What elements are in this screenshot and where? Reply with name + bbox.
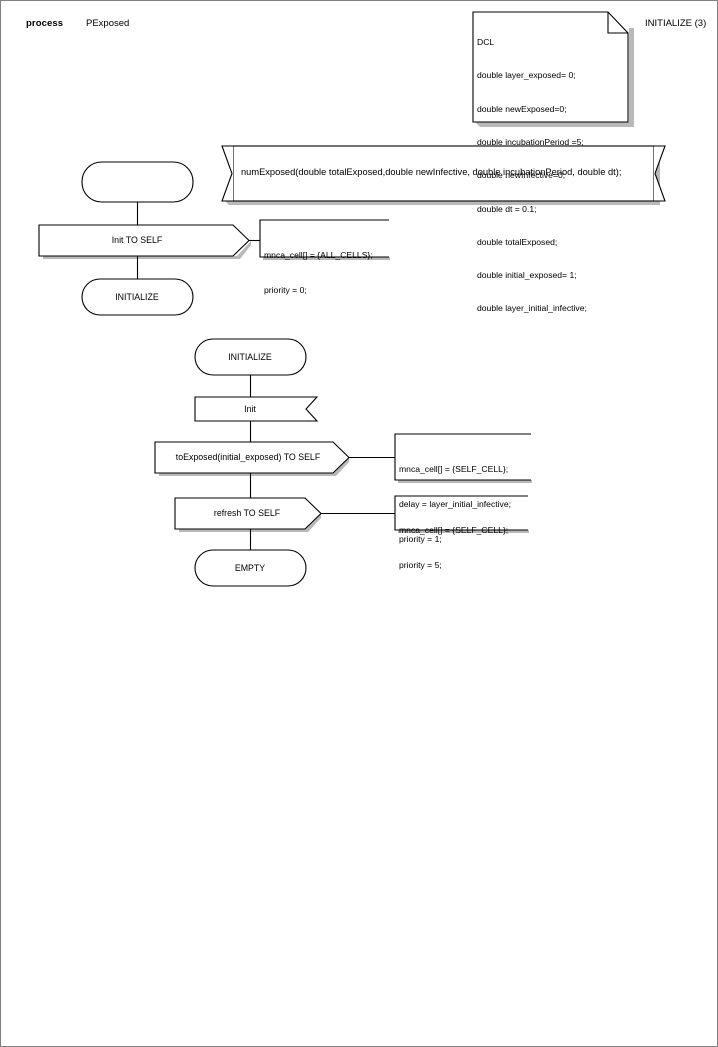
comment-toexposed-content: mnca_cell[] = {SELF_CELL}; delay = layer… [399, 441, 511, 569]
state-reference-label: INITIALIZE (3) [645, 18, 707, 29]
dcl-line: double newInfective=0; [477, 170, 566, 181]
comment-line: priority = 1; [399, 533, 442, 544]
dcl-line: double newExposed=0; [477, 103, 567, 114]
input-init-shape[interactable] [194, 396, 319, 422]
output-refresh-label: refresh TO SELF [213, 508, 281, 518]
comment-line: mnca_cell[] = {SELF_CELL}; [399, 464, 509, 475]
comment-init-to-self-shape[interactable] [259, 219, 390, 260]
state-initialize-2-label: INITIALIZE [228, 352, 272, 362]
comment-toexposed-shape[interactable] [394, 433, 532, 483]
page-title-name: PExposed [86, 18, 130, 29]
dcl-line: double layer_exposed= 0; [477, 70, 576, 81]
page-title-keyword: process [26, 18, 64, 29]
dcl-text-block-shape[interactable] [472, 11, 634, 127]
output-toexposed-shape[interactable] [154, 441, 350, 476]
comment-refresh-content: mnca_cell[] = {SELF_CELL}; priority = 5; [399, 502, 508, 595]
comment-line: mnca_cell[] = {SELF_CELL}; [399, 525, 509, 536]
comment-refresh-shape[interactable] [394, 495, 529, 533]
procedure-signature-text: numExposed(double totalExposed,double ne… [241, 167, 622, 177]
input-init-label: Init [244, 404, 256, 414]
procedure-signature-shape[interactable] [221, 145, 666, 205]
start-state-shape[interactable] [1, 1, 194, 203]
state-empty-label: EMPTY [234, 563, 266, 573]
comment-line: priority = 0; [264, 284, 307, 295]
comment-line: delay = layer_initial_infective; [399, 498, 512, 509]
state-empty-shape[interactable] [194, 549, 307, 587]
dcl-line: double incubationPeriod =5; [477, 137, 584, 148]
dcl-line: double totalExposed; [477, 236, 558, 247]
dcl-line: double layer_initial_infective; [477, 303, 587, 314]
output-init-to-self-shape[interactable] [38, 224, 251, 259]
state-initialize-label: INITIALIZE [115, 292, 159, 302]
output-refresh-shape[interactable] [174, 497, 322, 532]
dcl-text-block-content: DCL double layer_exposed= 0; double newE… [477, 15, 587, 337]
dcl-line: double initial_exposed= 1; [477, 270, 577, 281]
dcl-line: double dt = 0.1; [477, 203, 537, 214]
comment-init-to-self-content: mnca_cell[] = {ALL_CELLS}; priority = 0; [264, 227, 373, 320]
output-init-to-self-label: Init TO SELF [111, 235, 163, 245]
comment-line: mnca_cell[] = {ALL_CELLS}; [264, 250, 373, 261]
dcl-line: DCL [477, 37, 495, 48]
output-toexposed-label: toExposed(initial_exposed) TO SELF [175, 452, 321, 462]
state-initialize-shape[interactable] [81, 278, 194, 316]
comment-line: priority = 5; [399, 559, 442, 570]
